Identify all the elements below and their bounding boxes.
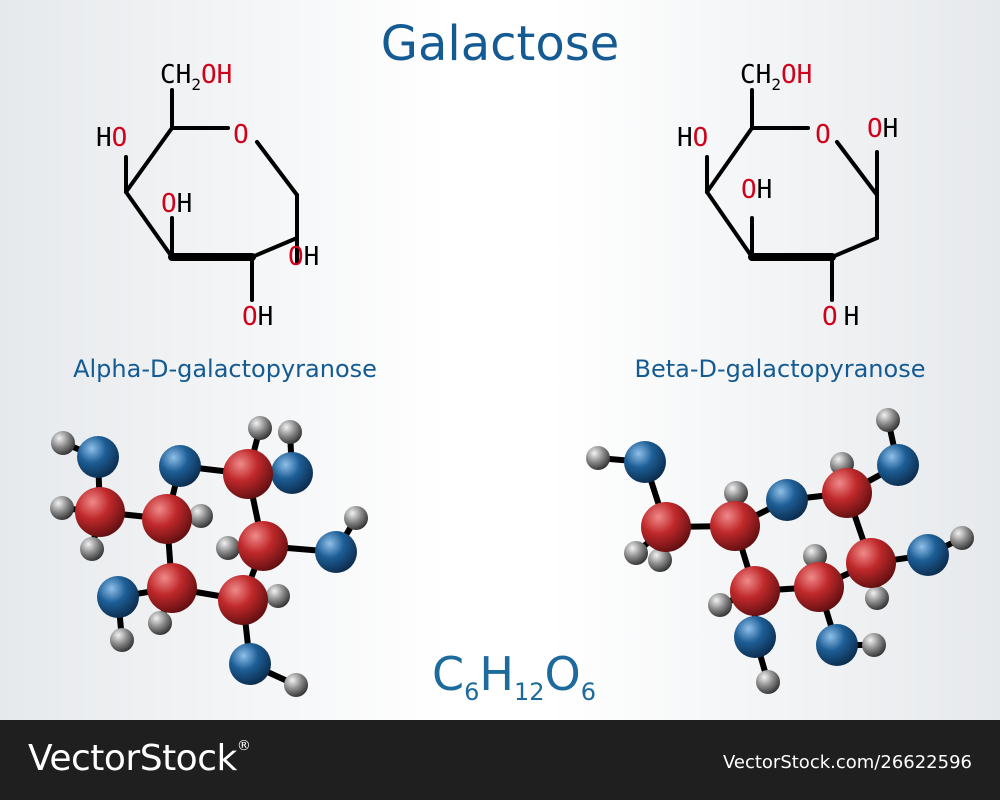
alpha-name: Alpha-D-galactopyranose [73, 355, 377, 383]
beta-carbon-atom [822, 468, 872, 518]
alpha-ring-oxygen: O [233, 120, 249, 150]
diagram-canvas: Galactose CH2OH O HO OH OH OH [50, 16, 974, 706]
alpha-hydrogen-atom [148, 611, 172, 635]
alpha-structural-formula: CH2OH O HO OH OH OH [96, 60, 319, 332]
alpha-oxygen-atom [271, 452, 313, 494]
page-title: Galactose [381, 16, 619, 72]
alpha-ch2oh-label: CH2OH [160, 60, 232, 94]
beta-name: Beta-D-galactopyranose [635, 355, 926, 383]
beta-oxygen-atom [816, 624, 858, 666]
footer-image-id: VectorStock.com/26622596 [722, 752, 972, 773]
alpha-hydrogen-atom [50, 496, 74, 520]
beta-hydrogen-atom [862, 633, 886, 657]
alpha-oh-c2-label: OH [242, 302, 273, 332]
alpha-hydrogen-atom [189, 504, 213, 528]
alpha-carbon-atom [223, 449, 273, 499]
beta-ho-label: HO [677, 123, 708, 153]
alpha-carbon-atom [147, 563, 197, 613]
alpha-carbon-atom [238, 521, 288, 571]
beta-ring-oxygen: O [815, 120, 831, 150]
alpha-oxygen-atom [159, 445, 201, 487]
alpha-hydrogen-atom [216, 536, 240, 560]
alpha-carbon-atom [218, 575, 268, 625]
beta-hydrogen-atom [586, 446, 610, 470]
beta-hydrogen-atom [708, 593, 732, 617]
alpha-hydrogen-atom [248, 416, 272, 440]
beta-hydrogen-atom [624, 541, 648, 565]
alpha-hydrogen-atom [284, 673, 308, 697]
alpha-oxygen-atom [77, 436, 119, 478]
alpha-hydrogen-atom [344, 506, 368, 530]
beta-carbon-atom [710, 501, 760, 551]
beta-hydrogen-atom [865, 586, 889, 610]
beta-oxygen-atom [907, 534, 949, 576]
beta-hydrogen-atom [724, 481, 748, 505]
molecular-formula: C6H12O6 [432, 647, 596, 706]
beta-oxygen-atom [734, 616, 776, 658]
beta-ball-and-stick-model [586, 408, 974, 694]
beta-carbon-atom [641, 502, 691, 552]
beta-carbon-atom [730, 566, 780, 616]
alpha-hydrogen-atom [51, 431, 75, 455]
beta-hydrogen-atom [803, 544, 827, 568]
alpha-oh-c1-label: OH [288, 242, 319, 272]
alpha-hydrogen-atom [110, 628, 134, 652]
beta-hydrogen-atom [876, 408, 900, 432]
alpha-carbon-atom [142, 494, 192, 544]
alpha-ball-and-stick-model [50, 416, 368, 697]
alpha-hydrogen-atom [266, 584, 290, 608]
beta-oh-c3-label: OH [741, 175, 772, 205]
beta-ch2oh-label: CH2OH [740, 60, 812, 94]
beta-carbon-atom [794, 562, 844, 612]
alpha-hydrogen-atom [80, 537, 104, 561]
beta-hydrogen-atom [756, 670, 780, 694]
beta-oxygen-atom [766, 479, 808, 521]
beta-hydrogen-atom [950, 526, 974, 550]
beta-oxygen-atom [624, 441, 666, 483]
alpha-oh-c3-label: OH [161, 189, 192, 219]
footer-bar: VectorStock® VectorStock.com/26622596 [0, 720, 1000, 800]
alpha-oxygen-atom [97, 576, 139, 618]
alpha-hydrogen-atom [278, 420, 302, 444]
alpha-ho-label: HO [96, 123, 127, 153]
beta-hydrogen-atom [648, 548, 672, 572]
beta-oxygen-atom [877, 444, 919, 486]
beta-oh-c1-label: OH [867, 114, 898, 144]
footer-brand[interactable]: VectorStock® [28, 738, 251, 779]
alpha-oxygen-atom [315, 531, 357, 573]
beta-carbon-atom [846, 538, 896, 588]
alpha-carbon-atom [75, 487, 125, 537]
alpha-oxygen-atom [229, 643, 271, 685]
